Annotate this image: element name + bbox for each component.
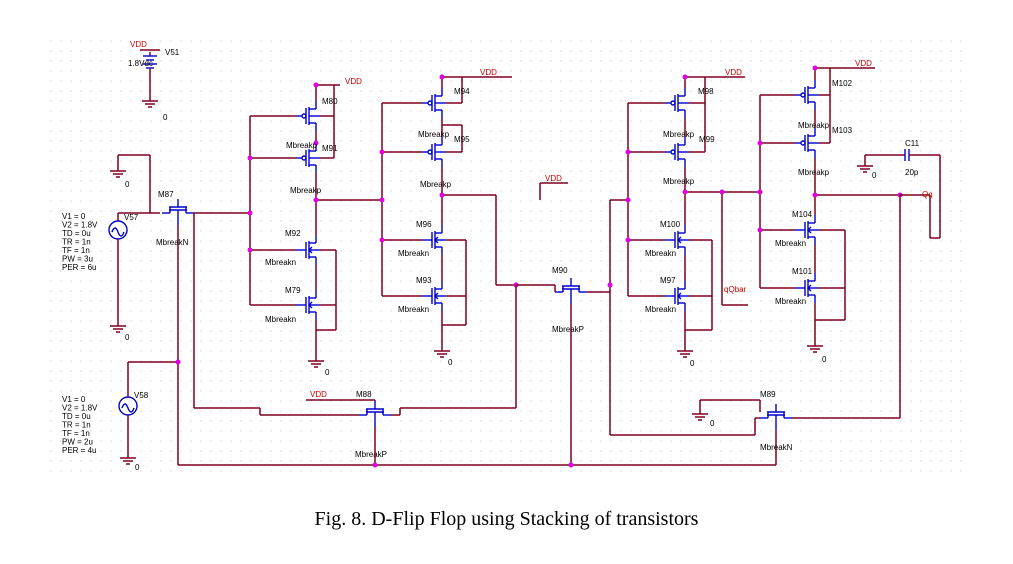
m95-label: M95 <box>454 135 470 144</box>
m80-model: Mbreakp <box>286 141 318 150</box>
v51-value: 1.8Vdc <box>128 59 153 68</box>
m103-model: Mbreakp <box>798 168 830 177</box>
m96-label: M96 <box>416 220 432 229</box>
gnd-label: 0 <box>822 355 827 364</box>
m99-model: Mbreakp <box>663 177 695 186</box>
grid-background <box>45 40 965 480</box>
net-label-vdd: VDD <box>480 68 497 77</box>
m92-label: M92 <box>285 229 301 238</box>
stage-3-slave: VDD 0 qQbar M98 Mbreakp M <box>625 68 760 368</box>
net-label-vdd: VDD <box>130 40 147 49</box>
m94-model: Mbreakp <box>418 130 450 139</box>
stage-4-slave: VDD 0 Qq M102 Mbrea <box>757 59 941 364</box>
dc-source-v51: VDD V51 1.8Vdc 0 <box>128 40 180 122</box>
v58-name: V58 <box>134 391 149 400</box>
m99-label: M99 <box>699 135 715 144</box>
m91-model: Mbreakp <box>290 186 322 195</box>
m88-label: M88 <box>356 390 372 399</box>
gnd-label: 0 <box>135 463 140 472</box>
v58-param: PER = 4u <box>62 446 96 455</box>
m90-model: MbreakP <box>552 325 584 334</box>
m95-model: Mbreakp <box>420 180 452 189</box>
figure-caption: Fig. 8. D-Flip Flop using Stacking of tr… <box>314 508 699 530</box>
m102-label: M102 <box>832 79 853 88</box>
stage-1-master: VDD 0 M80 M91 Mbrea <box>247 77 382 377</box>
transistor-m88: VDD M88 MbreakP <box>193 213 517 459</box>
m96-model: Mbreakn <box>398 249 429 258</box>
m87-label: M87 <box>158 190 174 199</box>
net-label-qqbar: qQbar <box>724 285 747 294</box>
gnd-label: 0 <box>163 113 168 122</box>
net-label-vdd: VDD <box>855 59 872 68</box>
m94-label: M94 <box>454 87 470 96</box>
m88-model: MbreakP <box>355 450 387 459</box>
net-label-vdd: VDD <box>725 68 742 77</box>
m92-model: Mbreakn <box>265 258 296 267</box>
m91-label: M91 <box>322 144 338 153</box>
m79-label: M79 <box>285 286 301 295</box>
m97-model: Mbreakn <box>645 305 676 314</box>
m100-model: Mbreakn <box>645 249 676 258</box>
clock-bus <box>175 359 776 468</box>
v57-param: TF = 1n <box>62 246 90 255</box>
stage-2-master: VDD 0 M94 Mbreakp M <box>379 68 519 367</box>
v57-param: TR = 1n <box>62 238 91 247</box>
c11-name: C11 <box>905 139 920 148</box>
m97-label: M97 <box>660 276 676 285</box>
m101-label: M101 <box>792 267 813 276</box>
net-label-qq: Qq <box>922 190 933 199</box>
m93-model: Mbreakn <box>398 305 429 314</box>
m89-model: MbreakN <box>760 443 793 452</box>
v57-param: TD = 0u <box>62 229 91 238</box>
v58-param: PW = 2u <box>62 438 93 447</box>
m103-label: M103 <box>832 126 853 135</box>
v57-param: PW = 3u <box>62 255 93 264</box>
net-label-vdd: VDD <box>310 390 327 399</box>
gnd-label: 0 <box>710 419 715 428</box>
m89-label: M89 <box>760 390 776 399</box>
m104-model: Mbreakn <box>775 239 806 248</box>
net-label-vdd: VDD <box>345 77 362 86</box>
m100-label: M100 <box>660 220 681 229</box>
v51-name: V51 <box>165 48 180 57</box>
gnd-label: 0 <box>448 358 453 367</box>
gnd-label: 0 <box>125 180 130 189</box>
v57-name: V57 <box>124 213 139 222</box>
m79-model: Mbreakn <box>265 315 296 324</box>
c11-value: 20p <box>905 168 919 177</box>
m80-label: M80 <box>322 97 338 106</box>
m90-label: M90 <box>552 266 568 275</box>
v58-param: TR = 1n <box>62 421 91 430</box>
net-label-vdd: VDD <box>545 174 562 183</box>
transistor-m90: VDD M90 MbreakP <box>516 174 628 465</box>
v57-param: PER = 6u <box>62 263 96 272</box>
m104-label: M104 <box>792 210 813 219</box>
transistor-m89: 0 M89 MbreakN <box>610 195 901 465</box>
m102-model: Mbreakp <box>798 121 830 130</box>
m101-model: Mbreakn <box>775 297 806 306</box>
v58-param: TD = 0u <box>62 412 91 421</box>
gnd-label: 0 <box>325 368 330 377</box>
m98-model: Mbreakp <box>663 130 695 139</box>
v58-param: TF = 1n <box>62 429 90 438</box>
transistor-m87: 0 M87 MbreakN <box>109 154 250 465</box>
v57-param: V2 = 1.8V <box>62 221 98 230</box>
v58-param: V2 = 1.8V <box>62 404 98 413</box>
capacitor-c11: 0 C11 20p <box>856 139 940 180</box>
m93-label: M93 <box>416 276 432 285</box>
m87-model: MbreakN <box>156 238 189 247</box>
v57-param: V1 = 0 <box>62 212 86 221</box>
gnd-label: 0 <box>690 359 695 368</box>
v58-param: V1 = 0 <box>62 395 86 404</box>
gnd-label: 0 <box>125 333 130 342</box>
gnd-label: 0 <box>872 171 877 180</box>
m98-label: M98 <box>698 87 714 96</box>
